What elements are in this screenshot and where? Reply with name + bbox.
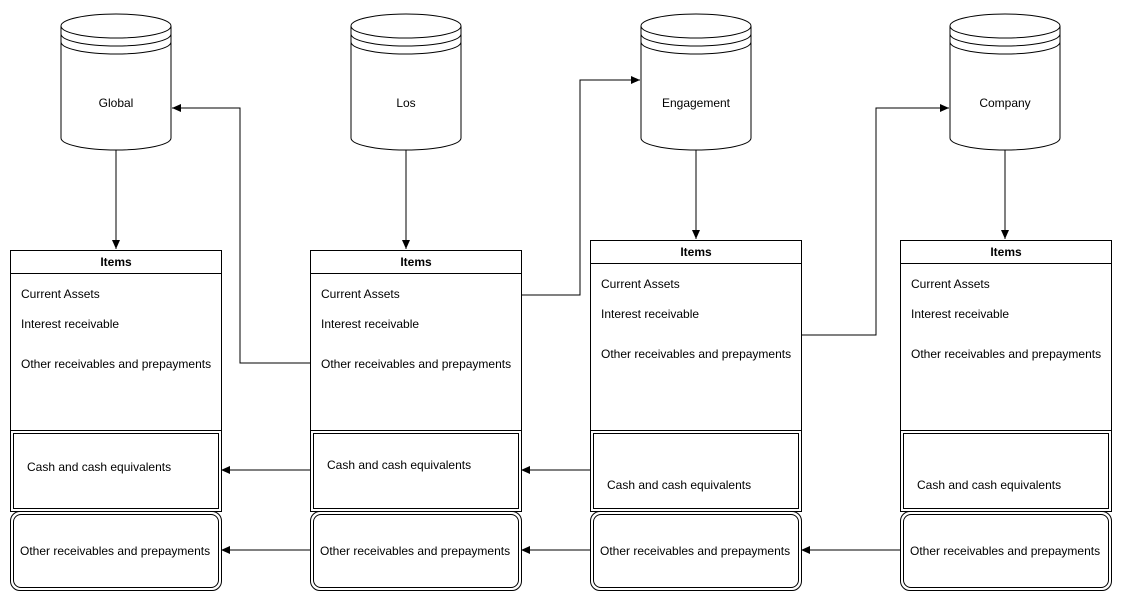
items-row-current-assets: Current Assets bbox=[321, 287, 400, 301]
other-receivables-box-engagement: Other receivables and prepayments bbox=[590, 511, 802, 591]
database-cylinder-engagement bbox=[640, 13, 752, 151]
items-row-interest-receivable: Interest receivable bbox=[321, 317, 420, 331]
other-receivables-label: Other receivables and prepayments bbox=[320, 544, 511, 558]
arrow-los-items-to-engagement bbox=[521, 76, 640, 296]
items-table-header: Items bbox=[11, 251, 221, 274]
arrow-engagement-items-to-company bbox=[801, 104, 949, 336]
cash-label: Cash and cash equivalents bbox=[917, 478, 1062, 492]
items-row-other-receivables: Other receivables and prepayments bbox=[21, 357, 212, 371]
items-row-interest-receivable: Interest receivable bbox=[911, 307, 1010, 321]
database-cylinder-global bbox=[60, 13, 172, 151]
database-cylinder-company bbox=[949, 13, 1061, 151]
items-row-current-assets: Current Assets bbox=[911, 277, 990, 291]
cash-box-engagement: Cash and cash equivalents bbox=[590, 430, 802, 512]
cash-label: Cash and cash equivalents bbox=[27, 460, 172, 474]
other-receivables-box-los: Other receivables and prepayments bbox=[310, 511, 522, 591]
database-label-company: Company bbox=[979, 96, 1031, 110]
database-cylinder-los bbox=[350, 13, 462, 151]
items-table-company: Items Current Assets Interest receivable… bbox=[900, 240, 1112, 432]
cash-box-los: Cash and cash equivalents bbox=[310, 430, 522, 512]
other-receivables-label: Other receivables and prepayments bbox=[20, 544, 211, 558]
cash-label: Cash and cash equivalents bbox=[327, 458, 472, 472]
other-receivables-box-global: Other receivables and prepayments bbox=[10, 511, 222, 591]
other-receivables-label: Other receivables and prepayments bbox=[600, 544, 791, 558]
arrow-los-items-to-global bbox=[172, 104, 310, 364]
other-receivables-box-company: Other receivables and prepayments bbox=[900, 511, 1112, 591]
items-table-los: Items Current Assets Interest receivable… bbox=[310, 250, 522, 432]
items-row-other-receivables: Other receivables and prepayments bbox=[911, 347, 1102, 361]
items-row-interest-receivable: Interest receivable bbox=[601, 307, 700, 321]
database-label-global: Global bbox=[98, 96, 134, 110]
items-row-other-receivables: Other receivables and prepayments bbox=[321, 357, 512, 371]
cash-box-global: Cash and cash equivalents bbox=[10, 430, 222, 512]
items-row-current-assets: Current Assets bbox=[601, 277, 680, 291]
items-table-global: Items Current Assets Interest receivable… bbox=[10, 250, 222, 432]
items-row-other-receivables: Other receivables and prepayments bbox=[601, 347, 792, 361]
items-table-engagement: Items Current Assets Interest receivable… bbox=[590, 240, 802, 432]
database-label-los: Los bbox=[396, 96, 416, 110]
database-label-engagement: Engagement bbox=[661, 96, 731, 110]
cash-label: Cash and cash equivalents bbox=[607, 478, 752, 492]
items-table-header: Items bbox=[591, 241, 801, 264]
items-row-interest-receivable: Interest receivable bbox=[21, 317, 120, 331]
items-table-header: Items bbox=[311, 251, 521, 274]
other-receivables-label: Other receivables and prepayments bbox=[910, 544, 1101, 558]
items-table-header: Items bbox=[901, 241, 1111, 264]
cash-box-company: Cash and cash equivalents bbox=[900, 430, 1112, 512]
items-row-current-assets: Current Assets bbox=[21, 287, 100, 301]
